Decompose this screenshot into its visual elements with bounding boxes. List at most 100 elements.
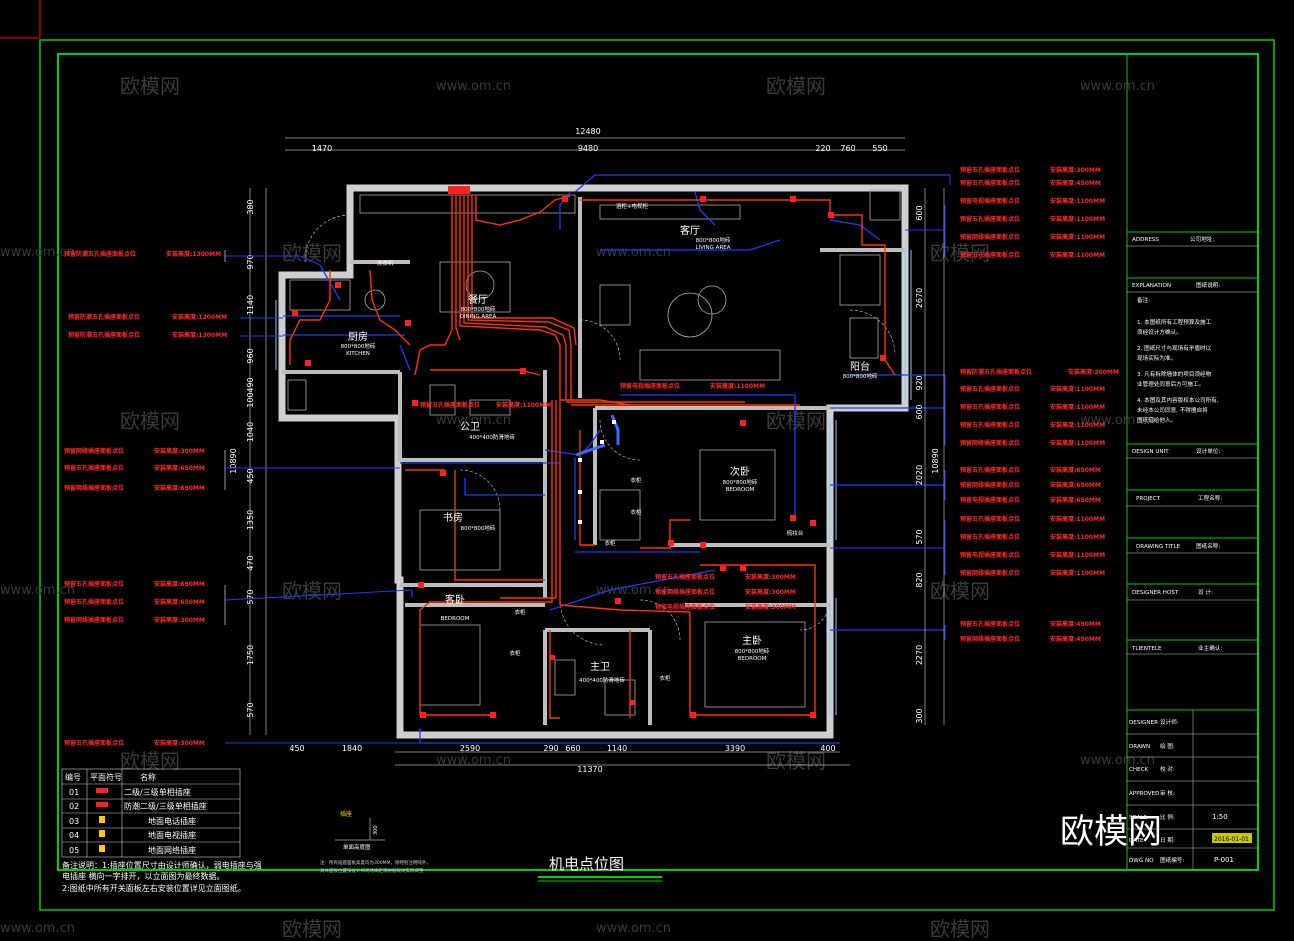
date-highlight (1212, 833, 1252, 843)
svg-text:DATE: DATE (1129, 838, 1144, 844)
svg-text:CHECK: CHECK (1129, 767, 1149, 773)
svg-text:预留电视插座面板点位: 预留电视插座面板点位 (655, 603, 715, 611)
svg-text:备注:: 备注: (1137, 296, 1150, 304)
svg-text:防潮二级/三级单相插座: 防潮二级/三级单相插座 (124, 801, 207, 811)
room-master-en: BEDROOM (738, 656, 767, 662)
room-master-floor: 800*800地砖 (735, 647, 770, 655)
svg-text:970: 970 (246, 254, 255, 269)
room-master-bath-floor: 400*400防滑地砖 (579, 676, 625, 684)
svg-text:3390: 3390 (725, 744, 745, 753)
svg-text:450: 450 (246, 468, 255, 483)
svg-text:1140: 1140 (607, 744, 627, 753)
svg-text:日 期:: 日 期: (1160, 837, 1175, 844)
svg-text:04: 04 (69, 831, 79, 840)
room-study: 书房 (443, 511, 463, 524)
svg-text:ADDRESS: ADDRESS (1132, 237, 1159, 243)
svg-text:注：所有插座面板高度均为300MM，除特别注明除外，: 注：所有插座面板高度均为300MM，除特别注明除外， (320, 859, 431, 866)
svg-text:10890: 10890 (229, 448, 238, 473)
svg-text:预留五孔插座面板点位: 预留五孔插座面板点位 (960, 533, 1020, 541)
watermark-brand: 欧模网 (120, 409, 180, 433)
sheet-number: P-001 (1214, 856, 1234, 864)
room-bedroom2-floor: 800*800地砖 (723, 478, 758, 486)
svg-text:地面电视插座: 地面电视插座 (148, 830, 196, 840)
svg-text:安装高度:650MM: 安装高度:650MM (154, 464, 205, 472)
svg-text:业管理处同意后方可施工。: 业管理处同意后方可施工。 (1137, 380, 1204, 388)
svg-text:450: 450 (289, 744, 304, 753)
svg-text:安装高度:300MM: 安装高度:300MM (154, 447, 205, 455)
svg-text:图纸名称:: 图纸名称: (1196, 542, 1220, 550)
room-master-bath: 主卫 (590, 661, 610, 673)
footnotes: 备注说明：1:插座位置尺寸由设计师确认，弱电插座与强 电插座 横向一字排开，以立… (62, 860, 262, 893)
svg-text:400: 400 (820, 744, 835, 753)
date-value: 2016-01-01 (1214, 836, 1249, 843)
leader-lines (224, 175, 951, 744)
svg-text:安装高度:650MM: 安装高度:650MM (154, 484, 205, 492)
legend-symbol-tv (99, 830, 105, 837)
svg-text:比 例:: 比 例: (1160, 813, 1175, 821)
svg-text:安装高度:1100MM: 安装高度:1100MM (1050, 197, 1105, 205)
svg-text:地面电话插座: 地面电话插座 (148, 816, 196, 826)
watermark-brand: 欧模网 (282, 917, 342, 941)
svg-text:设计单位:: 设计单位: (1196, 447, 1220, 455)
watermark-brand: 欧模网 (120, 749, 180, 773)
svg-text:APPROVED: APPROVED (1129, 791, 1159, 797)
svg-text:DESIGNER HOST: DESIGNER HOST (1132, 590, 1179, 596)
watermark-site: www.om.cn (1080, 413, 1155, 428)
svg-text:插座: 插座 (340, 810, 352, 818)
svg-text:预留电视插座面板点位: 预留电视插座面板点位 (960, 551, 1020, 559)
notes-right: 预留五孔插座面板点位安装高度:300MM 预留五孔插座面板点位安装高度:450M… (960, 166, 1119, 643)
watermark-site: www.om.cn (436, 753, 511, 768)
svg-text:预留五孔插座面板点位: 预留五孔插座面板点位 (960, 466, 1020, 474)
svg-text:安装高度:1100MM: 安装高度:1100MM (1050, 251, 1105, 259)
svg-text:预留五孔插座面板点位: 预留五孔插座面板点位 (655, 573, 715, 581)
svg-text:预留五孔插座面板点位: 预留五孔插座面板点位 (960, 385, 1020, 393)
svg-text:9480: 9480 (578, 144, 598, 153)
mini-detail: 插座 300 单面高度图 注：所有插座面板高度均为300MM，除特别注明除外， … (320, 810, 431, 874)
svg-text:660: 660 (565, 744, 580, 753)
svg-text:490: 490 (246, 377, 255, 392)
svg-text:预留网络插座面板点位: 预留网络插座面板点位 (960, 635, 1020, 643)
svg-text:1040: 1040 (246, 422, 255, 442)
watermark-site: www.om.cn (436, 79, 511, 94)
room-balcony: 阳台 (850, 360, 870, 373)
svg-text:03: 03 (69, 817, 79, 826)
svg-text:预留电视插座面板点位: 预留电视插座面板点位 (960, 496, 1020, 504)
svg-text:10890: 10890 (931, 448, 940, 473)
svg-text:SCALE: SCALE (1129, 815, 1147, 821)
svg-text:预留五孔插座面板点位: 预留五孔插座面板点位 (420, 401, 480, 409)
watermark-brand: 欧模网 (766, 74, 826, 98)
scale-value: 1:50 (1212, 813, 1228, 821)
room-master: 主卧 (742, 634, 762, 647)
svg-text:预留五孔插座面板点位: 预留五孔插座面板点位 (960, 251, 1020, 259)
dimension-labels: 12480 1470 9480 220 760 550 11370 450 18… (229, 127, 940, 774)
svg-text:1140: 1140 (246, 295, 255, 315)
room-bath-floor: 400*400防滑地砖 (469, 433, 515, 441)
svg-text:预留五孔插座面板点位: 预留五孔插座面板点位 (960, 620, 1020, 628)
svg-text:安装高度:1300MM: 安装高度:1300MM (166, 250, 221, 258)
svg-text:4. 本图及其内容版权本公司所有,: 4. 本图及其内容版权本公司所有, (1137, 396, 1219, 404)
watermark-site: www.om.cn (596, 583, 671, 598)
room-bedroom2-en: BEDROOM (726, 487, 755, 493)
svg-text:安装高度:1100MM: 安装高度:1100MM (1050, 439, 1105, 447)
svg-text:预留电视插座面板点位: 预留电视插座面板点位 (960, 197, 1020, 205)
outer-frame (39, 39, 1275, 911)
label-wardrobe: 衣柜 (630, 508, 642, 516)
svg-text:平面符号: 平面符号 (90, 772, 122, 782)
svg-text:1. 本图纸所有工程预算及施工: 1. 本图纸所有工程预算及施工 (1137, 318, 1212, 326)
svg-text:DRAWN: DRAWN (1129, 744, 1150, 750)
inner-frame (57, 53, 1259, 871)
svg-text:570: 570 (246, 589, 255, 604)
room-living-floor: 800*800地砖 (696, 236, 731, 244)
svg-text:图纸编号:: 图纸编号: (1160, 856, 1184, 864)
svg-text:预留网络插座面板点位: 预留网络插座面板点位 (960, 233, 1020, 241)
watermark-site: www.om.cn (596, 245, 671, 260)
svg-text:安装高度:1100MM: 安装高度:1100MM (1050, 403, 1105, 411)
svg-text:DESIGN UNIT: DESIGN UNIT (1132, 449, 1169, 455)
room-dining: 餐厅 (468, 293, 488, 306)
watermark-brand: 欧模网 (282, 579, 342, 603)
svg-text:安装高度:1100MM: 安装高度:1100MM (710, 382, 765, 390)
watermark-brand: 欧模网 (120, 74, 180, 98)
svg-text:2590: 2590 (460, 744, 480, 753)
svg-text:安装高度:1300MM: 安装高度:1300MM (172, 331, 227, 339)
svg-text:1750: 1750 (246, 645, 255, 665)
